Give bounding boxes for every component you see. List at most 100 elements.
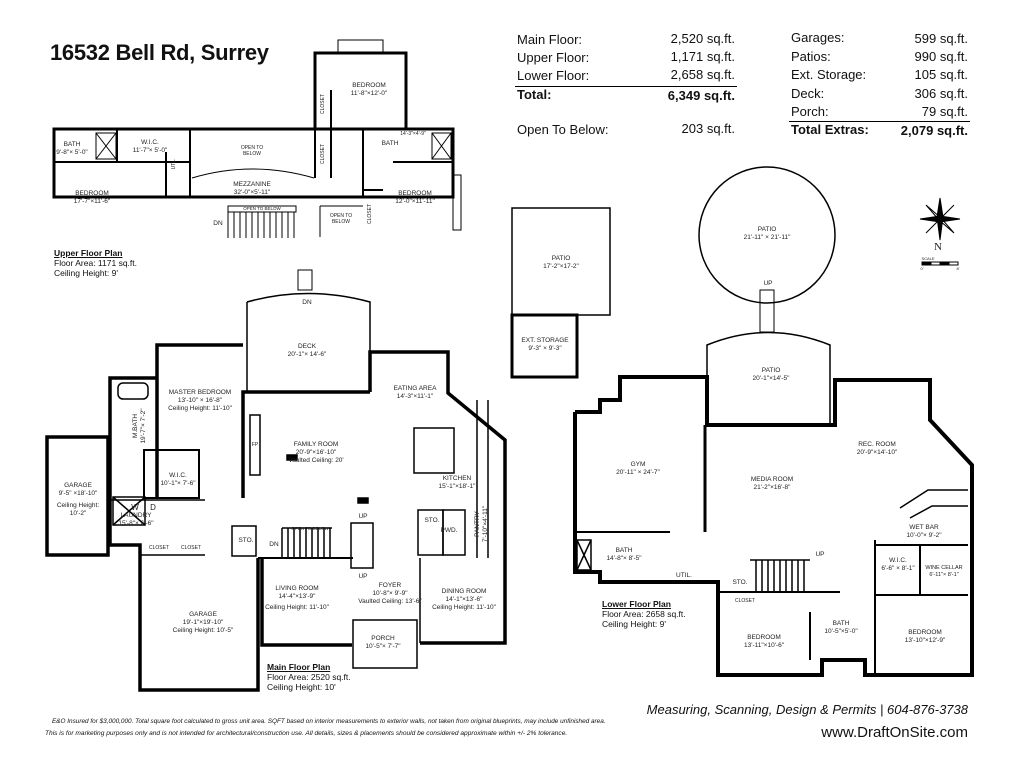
stat-value: 105 sq.ft. [914, 67, 968, 82]
room-text: 15'-8"× 6'-6" [118, 520, 154, 527]
room-text: PATIO [757, 226, 777, 233]
room-text: OPEN TO [240, 145, 264, 151]
stat-label: Patios: [791, 49, 831, 64]
room-text: 7'-10"×4'-11" [482, 505, 489, 543]
room-text: M.BATH [132, 413, 139, 439]
room-label: PWD. [440, 527, 458, 534]
room-text: PATIO [551, 255, 571, 262]
room-text: REC. ROOM [858, 441, 896, 448]
stat-label: Ext. Storage: [791, 67, 867, 82]
stat-label: Main Floor: [517, 32, 583, 47]
disclaimer-insurance: E&O Insured for $3,000,000. Total square… [52, 718, 606, 725]
stat-value: 203 sq.ft. [681, 121, 735, 136]
main-floor-walls [45, 292, 507, 692]
stat-value: 2,079 sq.ft. [900, 123, 968, 138]
stat-value: 990 sq.ft. [914, 49, 968, 64]
stat-value: 2,658 sq.ft. [670, 67, 735, 82]
room-text: 21'-2"×16'-8" [753, 484, 791, 491]
lower-floor-info: Lower Floor Plan Floor Area: 2658 sq.ft.… [602, 599, 686, 629]
room-text: Ceiling Height: 11'-10" [168, 405, 232, 412]
stat-row: Ext. Storage: [791, 67, 866, 82]
room-text: PATIO [761, 367, 781, 374]
stat-label: Porch: [791, 104, 829, 119]
disclaimer-marketing: This is for marketing purposes only and … [45, 730, 568, 737]
stair-label: DN [302, 299, 312, 306]
website-link[interactable]: www.DraftOnSite.com [821, 724, 968, 741]
stair-label: UP [815, 551, 825, 558]
room-text: BEDROOM [908, 629, 942, 636]
room-text: BELOW [331, 219, 351, 225]
room-label: W.I.C.6'-6" × 8'-1" [881, 557, 914, 573]
stat-label: Deck: [791, 86, 825, 101]
room-label: W.I.C.11'-7"× 5'-0" [133, 139, 168, 155]
room-text: KITCHEN [442, 475, 472, 482]
stat-label: Total: [517, 87, 552, 102]
stat-value: 6,349 sq.ft. [667, 88, 735, 103]
room-text: OPEN TO [329, 213, 353, 219]
room-text: FOYER [378, 582, 402, 589]
room-text: 20'-11" × 24'-7" [616, 469, 660, 476]
stat-label: Lower Floor: [517, 68, 590, 83]
room-text: 10'-5"×5'-0" [824, 628, 858, 635]
room-text: BATH [615, 547, 633, 554]
stat-row: Main Floor: [517, 32, 582, 47]
room-label: BATH [381, 140, 399, 147]
closet-label: CLOSET [148, 545, 170, 551]
room-text: EATING AREA [393, 385, 437, 392]
room-text: Vaulted Ceiling: 13'-6" [358, 598, 422, 605]
floor-area: Floor Area: 2520 sq.ft. [267, 672, 351, 682]
washer-label: W [131, 503, 139, 512]
stair-label: UP [358, 573, 368, 580]
room-text: WET BAR [909, 524, 939, 531]
room-text: 10'-1"× 7'-6" [160, 480, 196, 487]
divider [515, 86, 737, 87]
room-text: 20'-1"×14'-5" [752, 375, 790, 382]
closet-label: CLOSET [320, 93, 326, 115]
room-label: UTIL. [676, 572, 692, 579]
room-text: PORCH [371, 635, 395, 642]
compass-rose-icon [919, 197, 961, 266]
closet-label: CLOSET [734, 598, 756, 604]
property-address-title: 16532 Bell Rd, Surrey [50, 40, 269, 65]
room-text: 15'-1"×18'-1" [438, 483, 476, 490]
room-text: W.I.C. [889, 557, 907, 564]
room-label: STO. [732, 579, 748, 586]
closet-label: CLOSET [320, 143, 326, 165]
room-text: BELOW [242, 151, 262, 157]
plan-heading: Lower Floor Plan [602, 599, 671, 609]
stat-label: Total Extras: [791, 122, 869, 137]
room-label: W.I.C.10'-1"× 7'-6" [160, 472, 195, 488]
room-text: GARAGE [189, 611, 217, 618]
room-text: MEZZANINE [233, 181, 271, 188]
dryer-label: D [150, 503, 156, 512]
fireplace-label: FP [251, 442, 259, 448]
room-text: 12'-0"×11'-11" [395, 198, 435, 205]
stat-value: 2,520 sq.ft. [670, 31, 735, 46]
scale-end: 8' [956, 266, 960, 271]
room-label: OPEN TO BELOW [243, 206, 281, 211]
room-text: BEDROOM [398, 190, 432, 197]
stair-label: DN [213, 220, 223, 227]
room-label: UTL. [171, 158, 177, 170]
room-dims: 14'-3"×4'-9" [400, 131, 426, 137]
